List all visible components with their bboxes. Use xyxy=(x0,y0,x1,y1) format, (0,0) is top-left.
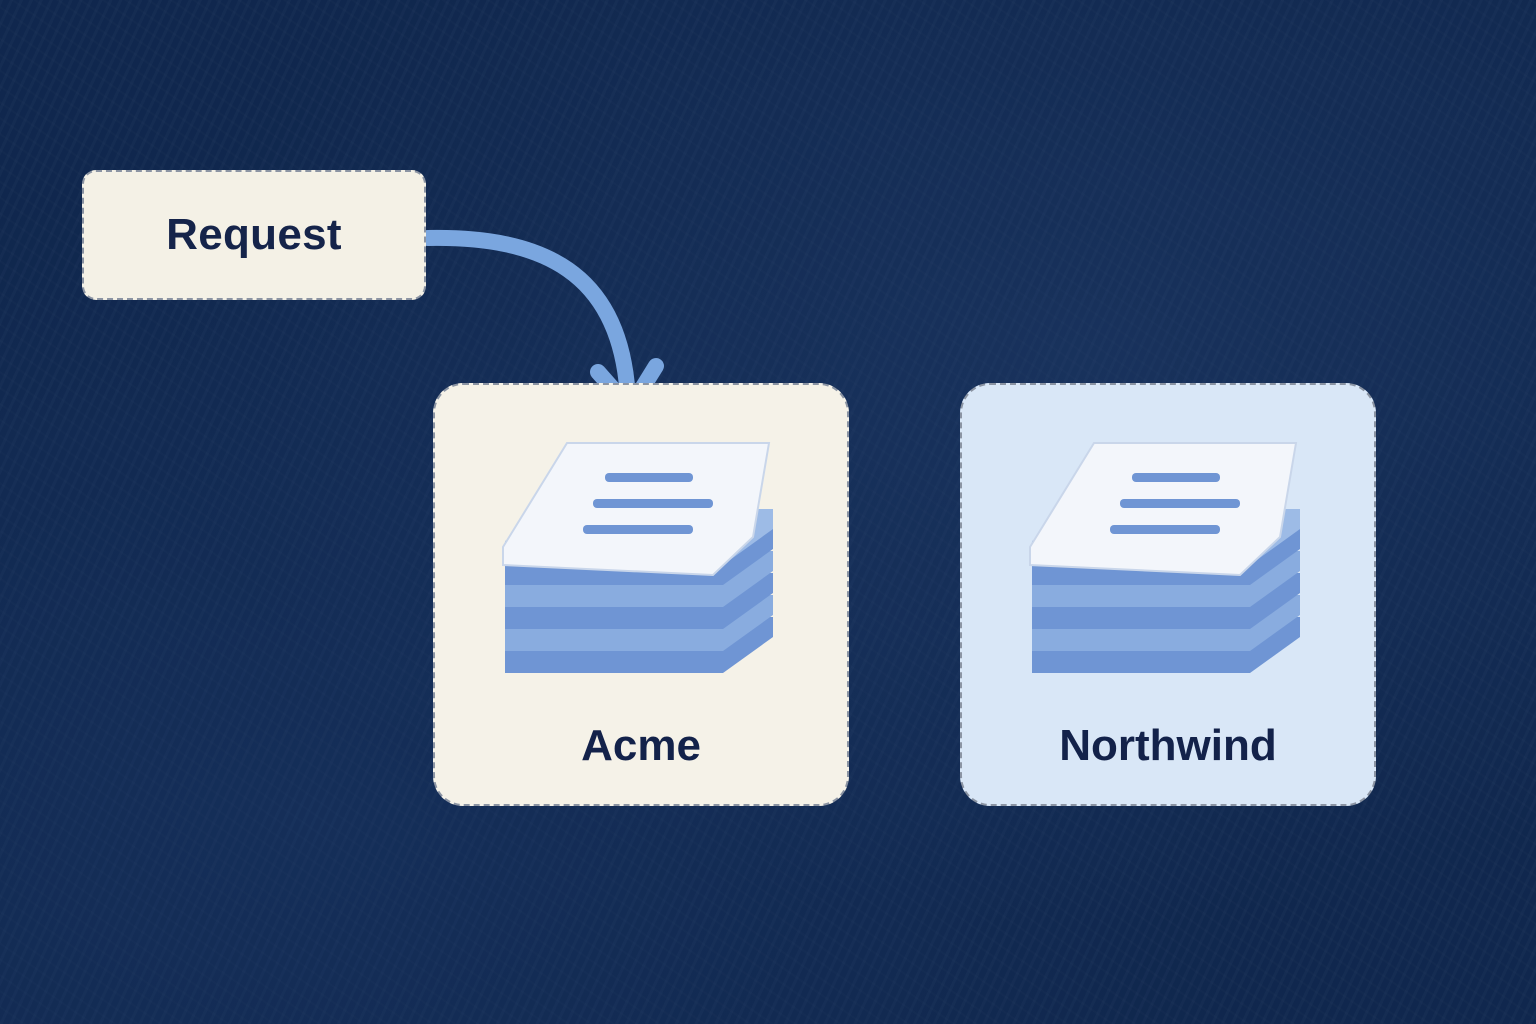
document-stack-icon xyxy=(502,442,773,673)
tenant-label-northwind: Northwind xyxy=(1059,721,1277,770)
tenant-label-acme: Acme xyxy=(581,721,701,770)
document-stack-icon xyxy=(1029,442,1300,673)
arrow-shaft xyxy=(420,229,636,408)
tenant-card-acme: Acme xyxy=(433,383,849,806)
tenant-card-northwind: Northwind xyxy=(960,383,1376,806)
request-box: Request xyxy=(82,170,426,300)
request-label: Request xyxy=(166,210,342,259)
